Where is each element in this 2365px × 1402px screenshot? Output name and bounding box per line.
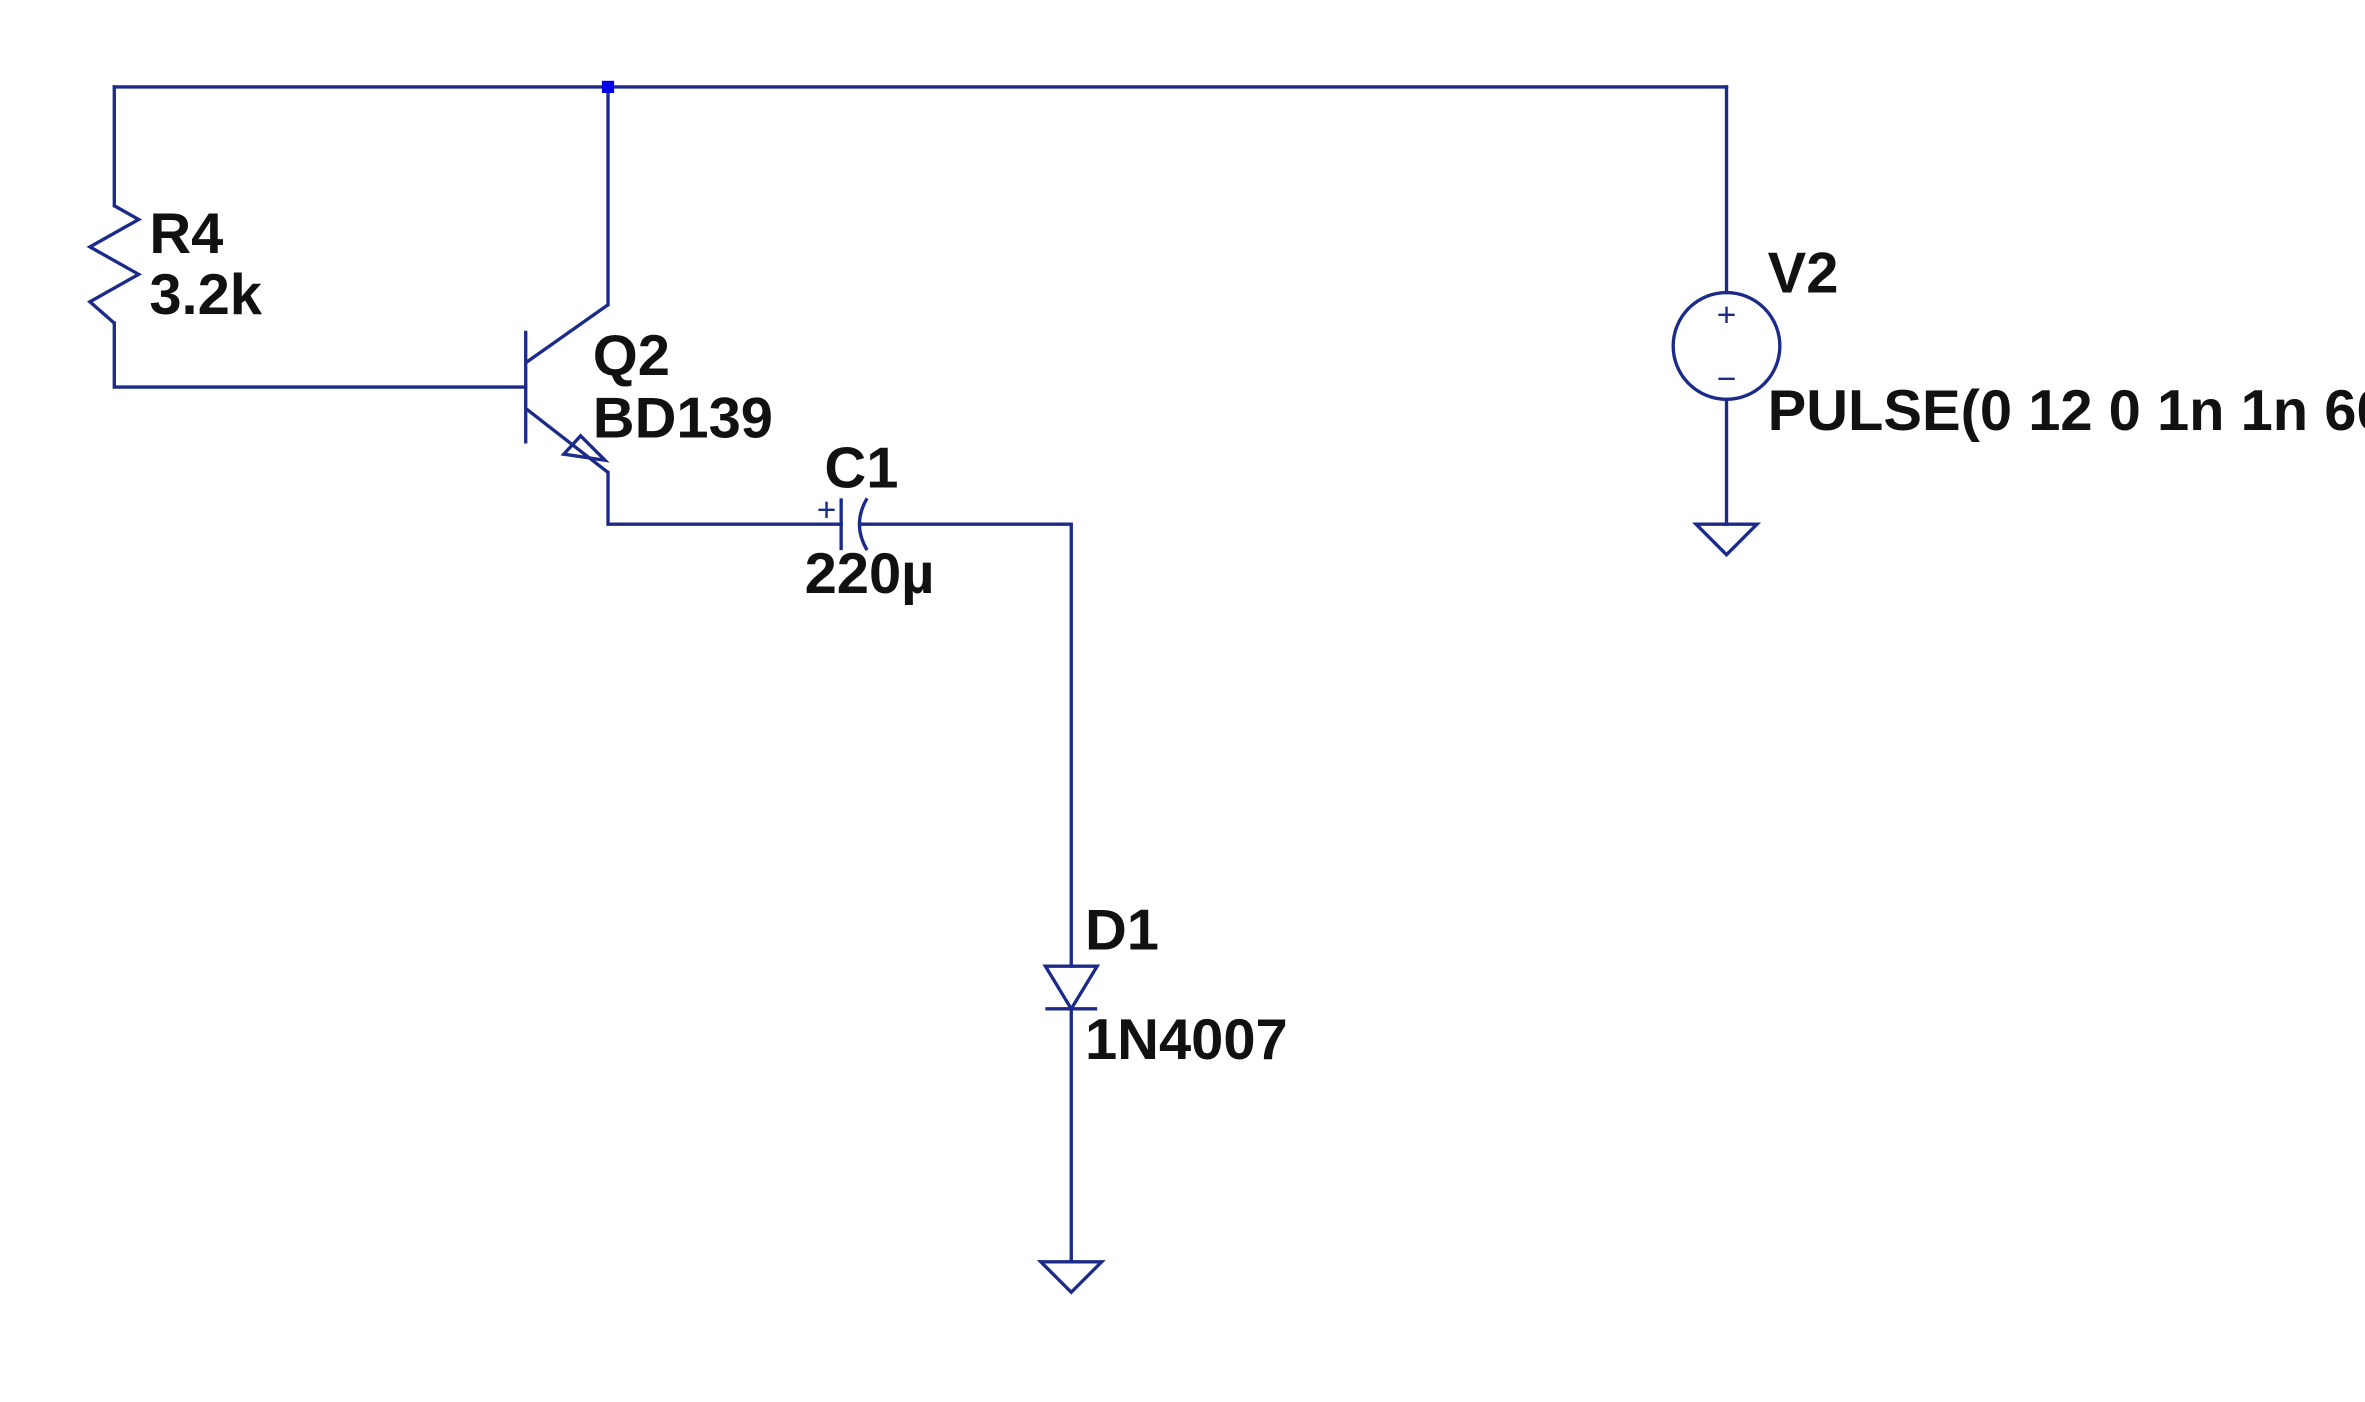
capacitor-plate-curved	[857, 497, 869, 551]
v2-value-label: PULSE(0 12 0 1n 1n 60 120)	[1768, 379, 2365, 443]
q2-value-label: BD139	[593, 386, 773, 450]
v2-ref-label: V2	[1768, 242, 1839, 306]
junction-dot	[601, 80, 615, 93]
r4-value-label: 3.2k	[149, 263, 262, 327]
ground-icon-d1	[1036, 1260, 1106, 1295]
transistor-q2: Q2 BD139	[524, 303, 773, 474]
diode-triangle-icon	[1042, 964, 1101, 1013]
voltage-source-v2: + − V2 PULSE(0 12 0 1n 1n 60 120)	[1671, 242, 2365, 443]
v2-plus-sign: +	[1717, 297, 1737, 334]
v2-minus-sign: −	[1717, 361, 1737, 398]
c1-value-label: 220µ	[805, 542, 935, 606]
capacitor-polarity-sign: +	[817, 492, 837, 529]
wire-c1-to-d1	[860, 522, 1073, 968]
q2-ref-label: Q2	[593, 324, 670, 388]
d1-ref-label: D1	[1085, 898, 1159, 962]
emitter-arrow-icon	[560, 433, 610, 463]
capacitor-c1: + C1 220µ	[805, 437, 935, 606]
wire-r4-to-base	[112, 321, 528, 389]
resistor-r4: R4 3.2k	[86, 202, 263, 327]
r4-ref-label: R4	[149, 202, 223, 266]
ground-icon-v2	[1691, 522, 1762, 558]
wire-emitter-to-c1	[606, 470, 843, 526]
d1-value-label: 1N4007	[1085, 1008, 1288, 1072]
resistor-zigzag-icon	[86, 204, 143, 325]
transistor-collector-lead	[524, 303, 609, 365]
transistor-emitter-lead	[524, 407, 610, 474]
diode-d1: D1 1N4007	[1042, 898, 1288, 1072]
voltage-source-circle-icon	[1671, 290, 1782, 401]
wires	[112, 85, 1729, 1264]
c1-ref-label: C1	[824, 437, 898, 501]
